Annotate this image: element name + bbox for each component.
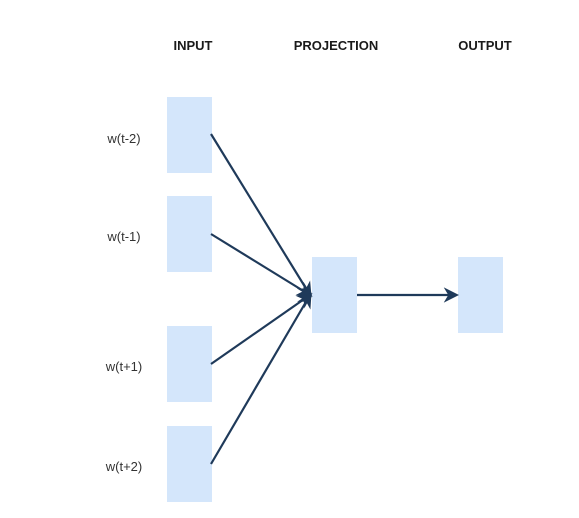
input-box-w-t-plus-1	[167, 326, 212, 402]
input-label-w-t-plus-2: w(t+2)	[105, 459, 142, 474]
input-box-w-t-plus-2	[167, 426, 212, 502]
input-label-w-t-minus-2: w(t-2)	[106, 131, 140, 146]
projection-box	[312, 257, 357, 333]
arrow-input-1-to-projection	[210, 133, 312, 298]
input-box-w-t-minus-1	[167, 196, 212, 272]
input-header: INPUT	[174, 38, 213, 53]
input-label-w-t-plus-1: w(t+1)	[105, 359, 142, 374]
input-label-w-t-minus-1: w(t-1)	[106, 229, 140, 244]
input-box-w-t-minus-2	[167, 97, 212, 173]
projection-header: PROJECTION	[294, 38, 379, 53]
arrow-input-4-to-projection	[210, 292, 312, 465]
output-box	[458, 257, 503, 333]
output-header: OUTPUT	[458, 38, 512, 53]
arrow-input-3-to-projection	[210, 293, 313, 365]
arrow-input-2-to-projection	[210, 233, 313, 297]
